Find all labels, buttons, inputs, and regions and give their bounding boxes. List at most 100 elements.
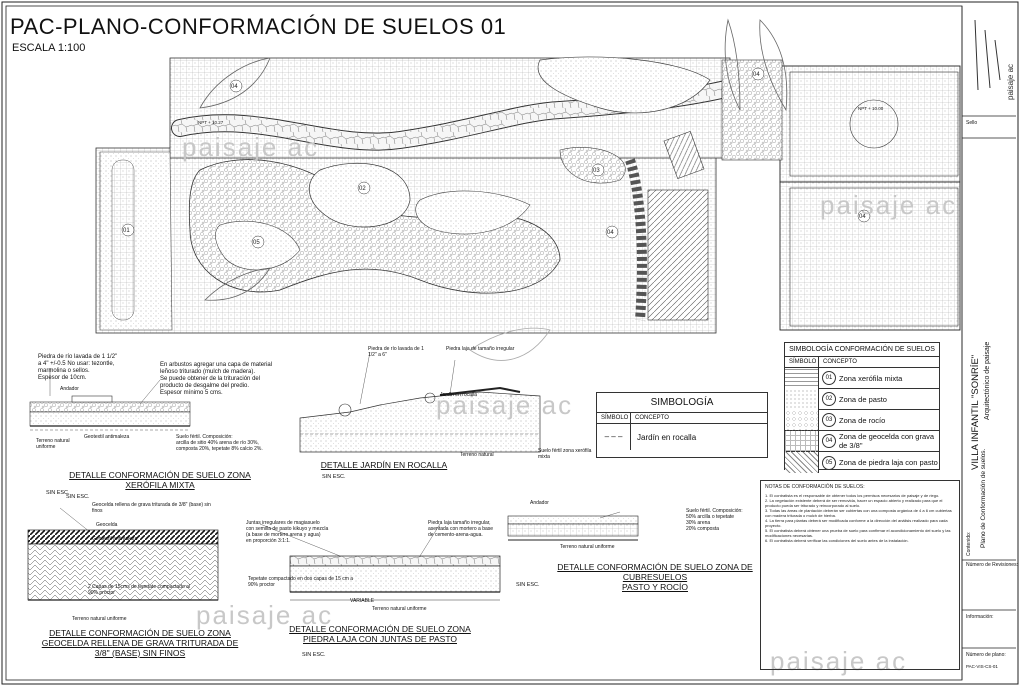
zone-label: Zona xerófila mixta bbox=[839, 373, 903, 383]
zone-number: 01 bbox=[822, 371, 836, 385]
label-terreno: Terreno natural bbox=[460, 452, 494, 458]
note-line: arcilla de sitio 40% arena de río 30%, bbox=[176, 440, 259, 446]
sheet-title: PAC-PLANO-CONFORMACIÓN DE SUELOS 01 bbox=[10, 14, 507, 39]
label-andador: Andador bbox=[530, 500, 549, 506]
note-line: marmolina o sellos. bbox=[38, 368, 90, 374]
zone-number: 03 bbox=[822, 413, 836, 427]
note-item: 2. La vegetación existente deberá de ser… bbox=[765, 498, 943, 508]
zone-tag-04d: 04 bbox=[859, 214, 866, 220]
label-suelo: Suelo fértil. Composición: 50% arcilla o… bbox=[686, 508, 766, 532]
title-line: GEOCELDA RELLENA DE GRAVA TRITURADA DE bbox=[41, 638, 239, 648]
label-suelo-fertil: Suelo fértil. Composición: arcilla de si… bbox=[176, 434, 296, 452]
label-geotextil: Geotextil antimaleza bbox=[92, 536, 138, 542]
zone-label: Zona de piedra laja con pasto bbox=[839, 458, 938, 467]
watermark-text: paisaje ac bbox=[436, 390, 574, 420]
label-piedra-laja: Piedra laja de tamaño irregular bbox=[446, 346, 515, 352]
label-variable: VARIABLE bbox=[350, 598, 375, 604]
watermark-text: paisaje ac bbox=[820, 190, 958, 220]
note-item: 5. El contratista deberá obtener una pru… bbox=[765, 528, 951, 538]
zone-tag-03: 03 bbox=[593, 168, 600, 174]
detail-xerofila-note-right: En arbustos agregar una capa de material… bbox=[160, 362, 295, 397]
detail-title-xerofila: DETALLE CONFORMACIÓN DE SUELO ZONA XERÓF… bbox=[40, 470, 280, 490]
swatch-rocio bbox=[785, 409, 819, 431]
note-line: Se puede obtener de la trituración del bbox=[160, 376, 261, 382]
sin-esc-label: SIN ESC. bbox=[66, 494, 90, 500]
zone-tag-01: 01 bbox=[123, 228, 130, 234]
plano-title: Plano de Conformación de suelos. bbox=[980, 448, 987, 548]
simbologia-row: – – – Jardín en rocalla bbox=[597, 424, 767, 450]
simbologia-zonas-table: SIMBOLOGÍA CONFORMACIÓN DE SUELOS SÍMBOL… bbox=[784, 342, 940, 473]
watermark-text: paisaje ac bbox=[196, 600, 334, 630]
label-tepetate: 2 Capas de 15cms de tepetate compactado … bbox=[88, 584, 191, 596]
label-geocelda-fill: Geocelda rellena de grava triturada de 3… bbox=[92, 502, 211, 514]
note-line: (a base de mortero arena y agua) bbox=[246, 532, 321, 538]
col-concept: CONCEPTO bbox=[823, 359, 857, 365]
note-line: a 4" +/-0.5 No usar: tezontle, bbox=[38, 361, 115, 367]
swatch-pasto bbox=[785, 388, 819, 410]
note-line: Suelo fértil. Composición: bbox=[686, 508, 743, 514]
note-line: En arbustos agregar una capa de material bbox=[160, 362, 273, 368]
contenido-label: Contenido: bbox=[966, 531, 972, 556]
level-marker-a: NPT + 10.27 bbox=[198, 120, 224, 125]
simbologia-title: SIMBOLOGÍA bbox=[597, 393, 767, 413]
swatch-laja bbox=[785, 452, 819, 473]
sin-esc-label: SIN ESC. bbox=[302, 652, 326, 658]
title-line: XERÓFILA MIXTA bbox=[125, 480, 195, 490]
sin-esc-label: SIN ESC. bbox=[516, 582, 540, 588]
col-concept: CONCEPTO bbox=[635, 415, 669, 421]
note-line: en proporción 3:1:1. bbox=[246, 538, 291, 544]
detail-title-cubresuelos: DETALLE CONFORMACIÓN DE SUELO ZONA DE CU… bbox=[530, 562, 780, 592]
note-item: 6. El contratista deberá verificar las c… bbox=[765, 538, 909, 543]
watermark-text: paisaje ac bbox=[770, 646, 908, 676]
detail-xerofila-note-left: Piedra de río lavada de 1 1/2" a 4" +/-0… bbox=[38, 354, 158, 382]
note-line: con semilla de pasto kikuyo y mezcla bbox=[246, 526, 329, 532]
label-piedra: Piedra laja tamaño irregular, asentada c… bbox=[428, 520, 538, 538]
zone-label: Zona de geocelda con grava de 3/8" bbox=[839, 432, 935, 450]
label-tepetate: Tepetate compactado en dos capas de 15 c… bbox=[248, 576, 354, 588]
label-jardin: Jardín en rocalla bbox=[440, 392, 477, 398]
swatch-geocelda bbox=[785, 430, 819, 452]
sello-label: Sello bbox=[966, 120, 978, 126]
detail-title-laja: DETALLE CONFORMACIÓN DE SUELO ZONA PIEDR… bbox=[260, 624, 500, 644]
title-line: DETALLE CONFORMACIÓN DE SUELO ZONA bbox=[49, 628, 231, 638]
simbologia-zonas-row: 02 Zona de pasto bbox=[785, 388, 939, 410]
label-andador: Andador bbox=[60, 386, 79, 392]
label-geotextil: Geotextil antimaleza bbox=[84, 434, 130, 440]
sheet-scale: ESCALA 1:100 bbox=[12, 42, 86, 54]
simbologia-zonas-row: 03 Zona de rocío bbox=[785, 409, 939, 431]
simbologia-rocalla-table: SIMBOLOGÍA SÍMBOLO CONCEPTO – – – Jardín… bbox=[596, 392, 768, 458]
zone-tag-04: 04 bbox=[231, 84, 238, 90]
simbologia-zonas-row: 05 Zona de piedra laja con pasto bbox=[785, 452, 939, 473]
logo-text: paisaje ac bbox=[1006, 63, 1015, 100]
note-line: de cemento-arena-agua. bbox=[428, 532, 483, 538]
note-line: Suelo fértil. Composición: bbox=[176, 434, 233, 440]
note-line: Piedra laja tamaño irregular, bbox=[428, 520, 491, 526]
project-subtitle: Arquitectónico de paisaje bbox=[984, 341, 991, 420]
note-line: Espesor de 10cm. bbox=[38, 375, 87, 381]
label-geocelda: Geocelda bbox=[96, 522, 118, 528]
zone-number: 04 bbox=[822, 434, 836, 448]
detail-title-rocalla: DETALLE JARDÍN EN ROCALLA bbox=[320, 460, 448, 470]
col-symbol: SÍMBOLO bbox=[597, 413, 631, 423]
sin-esc-label: SIN ESC. bbox=[46, 490, 70, 496]
label-suelo: Suelo fértil zona xerófila mixta bbox=[538, 448, 592, 460]
zone-label: Zona de pasto bbox=[839, 394, 887, 404]
label-terreno: Terreno natural uniforme bbox=[36, 438, 70, 450]
plan-code: PAC-VIS-CS-01 bbox=[966, 664, 998, 669]
info-label: Información: bbox=[966, 614, 994, 620]
label-piedra-rio: Piedra de río lavada de 1 1/2" a 6" bbox=[368, 346, 424, 358]
note-line: composta 20%, tepetate 8% calcio 2%. bbox=[176, 446, 263, 452]
simbologia-zonas-row: 01 Zona xerófila mixta bbox=[785, 367, 939, 389]
detail-title-geocelda: DETALLE CONFORMACIÓN DE SUELO ZONA GEOCE… bbox=[20, 628, 260, 658]
zone-tag-02: 02 bbox=[359, 186, 366, 192]
zone-tag-05: 05 bbox=[253, 240, 260, 246]
swatch-xerofila bbox=[785, 367, 819, 389]
note-line: Piedra de río lavada de 1 1/2" bbox=[38, 354, 118, 360]
simbologia-label: Jardín en rocalla bbox=[637, 432, 697, 442]
col-symbol: SÍMBOLO bbox=[785, 357, 819, 367]
note-line: Espesor mínimo 5 cms. bbox=[160, 390, 223, 396]
note-line: producto de desgalme del predio. bbox=[160, 383, 250, 389]
label-terreno: Terreno natural uniforme bbox=[372, 606, 427, 612]
title-line: DETALLE CONFORMACIÓN DE SUELO ZONA bbox=[69, 470, 251, 480]
